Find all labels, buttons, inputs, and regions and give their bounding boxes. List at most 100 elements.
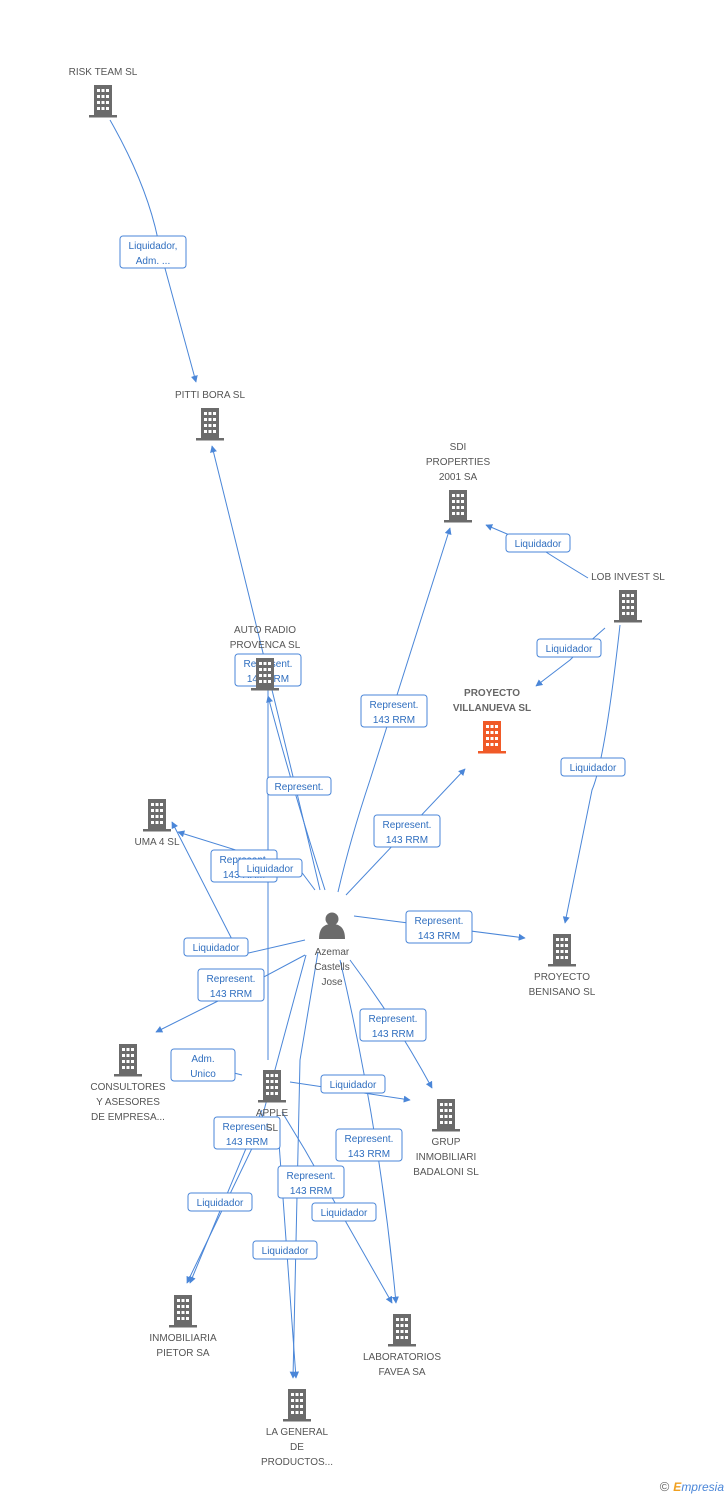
- relation-text[interactable]: Liquidador: [515, 539, 562, 550]
- relation-text[interactable]: Liquidador: [262, 1246, 309, 1257]
- relation-box[interactable]: [360, 694, 428, 728]
- node-risk[interactable]: RISK TEAM SL: [69, 67, 138, 118]
- relation-box[interactable]: [187, 1192, 253, 1212]
- relation-box[interactable]: [359, 1008, 427, 1042]
- relation-box[interactable]: [373, 814, 441, 848]
- node-label[interactable]: BENISANO SL: [529, 987, 596, 998]
- relation-box[interactable]: [183, 937, 249, 957]
- building-icon[interactable]: [388, 1314, 416, 1347]
- building-icon[interactable]: [478, 721, 506, 754]
- relation-label[interactable]: Represent. 143 RRM: [373, 814, 441, 848]
- node-uma[interactable]: UMA 4 SL: [134, 799, 180, 848]
- relation-box[interactable]: [335, 1128, 403, 1162]
- node-favea[interactable]: LABORATORIOS FAVEA SA: [363, 1314, 441, 1378]
- node-label[interactable]: RISK TEAM SL: [69, 67, 138, 78]
- node-label[interactable]: VILLANUEVA SL: [453, 703, 531, 714]
- node-lob[interactable]: LOB INVEST SL: [591, 572, 665, 623]
- relation-text[interactable]: 143 RRM: [418, 931, 460, 942]
- node-label[interactable]: PROVENCA SL: [230, 640, 301, 651]
- node-sdi[interactable]: SDI PROPERTIES 2001 SA: [426, 442, 491, 523]
- building-icon[interactable]: [114, 1044, 142, 1077]
- relation-text[interactable]: Represent.: [370, 700, 419, 711]
- relation-box[interactable]: [197, 968, 265, 1002]
- building-icon[interactable]: [283, 1389, 311, 1422]
- relation-text[interactable]: Liquidador: [247, 864, 294, 875]
- node-label[interactable]: GRUP: [432, 1137, 461, 1148]
- relation-text[interactable]: 143 RRM: [348, 1149, 390, 1160]
- node-label[interactable]: PROYECTO: [464, 688, 520, 699]
- relation-text[interactable]: Liquidador: [330, 1080, 377, 1091]
- relation-box[interactable]: [536, 638, 602, 658]
- relation-box[interactable]: [213, 1116, 281, 1150]
- node-label[interactable]: PITTI BORA SL: [175, 390, 245, 401]
- node-label[interactable]: LA GENERAL: [266, 1427, 329, 1438]
- relation-label[interactable]: Represent. 143 RRM: [335, 1128, 403, 1162]
- node-label[interactable]: BADALONI SL: [413, 1167, 479, 1178]
- relation-text[interactable]: Adm. ...: [136, 256, 170, 267]
- relation-box[interactable]: [505, 533, 571, 553]
- node-label[interactable]: PROYECTO: [534, 972, 590, 983]
- relation-label[interactable]: Liquidador: [252, 1240, 318, 1260]
- relation-box[interactable]: [277, 1165, 345, 1199]
- node-label[interactable]: UMA 4 SL: [134, 837, 179, 848]
- relation-label[interactable]: Represent. 143 RRM: [359, 1008, 427, 1042]
- node-benisano[interactable]: PROYECTO BENISANO SL: [529, 934, 596, 998]
- relation-label[interactable]: Liquidador: [183, 937, 249, 957]
- node-autoradio[interactable]: AUTO RADIO PROVENCA SL: [230, 625, 301, 691]
- relation-text[interactable]: 143 RRM: [372, 1029, 414, 1040]
- node-label[interactable]: Castells: [314, 962, 350, 973]
- building-icon[interactable]: [444, 490, 472, 523]
- node-label[interactable]: AUTO RADIO: [234, 625, 296, 636]
- relation-label[interactable]: Liquidador: [237, 858, 303, 878]
- node-label[interactable]: LABORATORIOS: [363, 1352, 441, 1363]
- node-label[interactable]: Azemar: [315, 947, 350, 958]
- relation-text[interactable]: Represent.: [345, 1134, 394, 1145]
- building-icon[interactable]: [548, 934, 576, 967]
- node-label[interactable]: PRODUCTOS...: [261, 1457, 333, 1468]
- relation-text[interactable]: Liquidador: [546, 644, 593, 655]
- node-label[interactable]: FAVEA SA: [378, 1367, 425, 1378]
- relation-text[interactable]: Represent.: [369, 1014, 418, 1025]
- relation-box[interactable]: [237, 858, 303, 878]
- node-label[interactable]: INMOBILIARIA: [149, 1333, 217, 1344]
- person-icon[interactable]: [319, 912, 345, 940]
- relation-text[interactable]: 143 RRM: [386, 835, 428, 846]
- relation-label[interactable]: Liquidador: [505, 533, 571, 553]
- relation-label[interactable]: Adm.Unico: [170, 1048, 236, 1082]
- relation-box[interactable]: [252, 1240, 318, 1260]
- relation-text[interactable]: Represent.: [287, 1171, 336, 1182]
- relation-label[interactable]: Liquidador: [536, 638, 602, 658]
- node-label[interactable]: LOB INVEST SL: [591, 572, 665, 583]
- relation-text[interactable]: Represent.: [415, 916, 464, 927]
- relation-text[interactable]: Represent.: [383, 820, 432, 831]
- node-label[interactable]: DE: [290, 1442, 304, 1453]
- node-label[interactable]: PROPERTIES: [426, 457, 491, 468]
- building-icon[interactable]: [169, 1295, 197, 1328]
- relation-text[interactable]: Adm.: [191, 1054, 214, 1065]
- relation-text[interactable]: Represent.: [275, 782, 324, 793]
- relation-box[interactable]: [560, 757, 626, 777]
- building-icon[interactable]: [614, 590, 642, 623]
- relation-text[interactable]: Represent.: [207, 974, 256, 985]
- relation-box[interactable]: [170, 1048, 236, 1082]
- relation-text[interactable]: Liquidador,: [129, 241, 178, 252]
- relation-box[interactable]: [405, 910, 473, 944]
- relation-label[interactable]: Represent.: [266, 776, 332, 796]
- node-label[interactable]: SDI: [450, 442, 467, 453]
- building-icon[interactable]: [89, 85, 117, 118]
- relation-text[interactable]: Liquidador: [197, 1198, 244, 1209]
- node-label[interactable]: Y ASESORES: [96, 1097, 160, 1108]
- node-general[interactable]: LA GENERAL DE PRODUCTOS...: [261, 1389, 333, 1468]
- node-label[interactable]: 2001 SA: [439, 472, 478, 483]
- relation-label[interactable]: Represent.143 RRM: [213, 1116, 281, 1150]
- node-label[interactable]: APPLE: [256, 1108, 289, 1119]
- building-icon[interactable]: [196, 408, 224, 441]
- relation-label[interactable]: Represent.143 RRM: [197, 968, 265, 1002]
- relation-text[interactable]: Liquidador: [193, 943, 240, 954]
- relation-label[interactable]: Liquidador: [560, 757, 626, 777]
